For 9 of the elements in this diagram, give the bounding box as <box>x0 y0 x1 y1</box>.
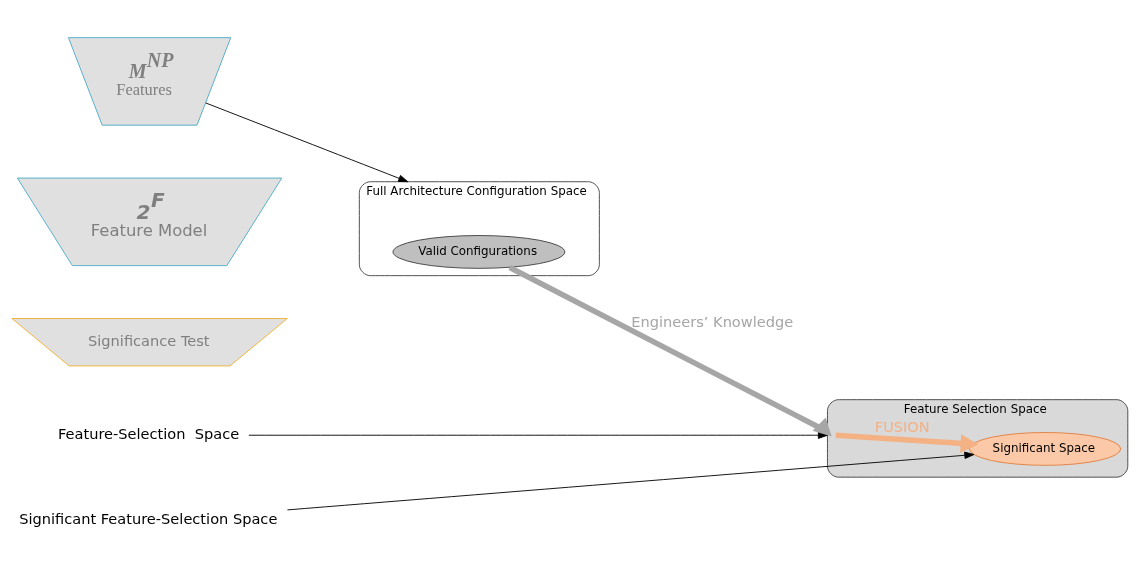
node-ellipse: Significant Space <box>968 432 1122 466</box>
node-text: Significant Feature-Selection Space <box>19 510 278 528</box>
node-ellipse: Valid Configurations <box>392 235 566 269</box>
node-text: Feature-Selection Space <box>57 424 240 442</box>
arrow <box>287 451 975 511</box>
edge-label: FUSION <box>874 418 930 436</box>
arrow <box>835 432 979 453</box>
arrow <box>205 102 409 183</box>
edge-label: Engineers’ Knowledge <box>631 312 794 330</box>
